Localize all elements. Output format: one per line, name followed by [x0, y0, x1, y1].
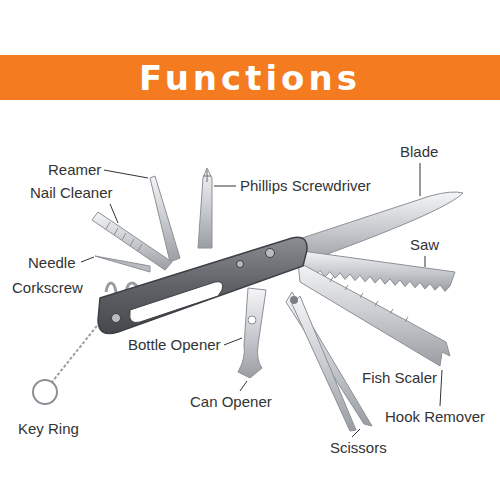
phillips-screwdriver	[198, 168, 212, 248]
leader-line	[214, 186, 236, 187]
leader-line	[224, 338, 242, 345]
part-label: Fish Scaler	[362, 370, 437, 386]
key-chain	[52, 322, 100, 382]
part-label: Phillips Screwdriver	[240, 178, 371, 194]
part-label: Scissors	[330, 440, 387, 456]
rivet	[237, 261, 244, 268]
part-label: Needle	[28, 255, 76, 271]
part-label: Saw	[410, 237, 439, 253]
handle	[98, 237, 307, 333]
leader-line	[104, 170, 148, 178]
leader-line	[110, 204, 118, 223]
file-hatch	[106, 222, 142, 251]
part-label: Key Ring	[18, 421, 79, 437]
part-label: Reamer	[48, 162, 101, 178]
handle-slot	[130, 282, 223, 323]
title-banner	[0, 55, 500, 100]
reamer	[150, 176, 180, 262]
part-label: Hook Remover	[385, 409, 485, 425]
leader-line	[81, 257, 94, 262]
scaler-teeth	[330, 277, 408, 322]
part-label: Can Opener	[190, 394, 272, 410]
part-label: Nail Cleaner	[30, 185, 113, 201]
nail-cleaner	[92, 212, 172, 270]
can-opener	[238, 288, 266, 378]
rivet	[112, 314, 121, 323]
leader-line	[420, 163, 421, 196]
leader-line	[425, 256, 426, 267]
key-ring	[33, 380, 57, 404]
leader-lines	[81, 163, 442, 437]
leader-line	[352, 429, 360, 437]
screwdriver-tip	[203, 170, 211, 182]
leader-line	[240, 381, 247, 391]
bottle-opener-notch	[248, 316, 256, 324]
leader-line	[440, 370, 442, 406]
part-label: Blade	[400, 144, 438, 160]
needle	[95, 256, 150, 272]
scissors-pivot	[290, 296, 298, 304]
part-label: Corkscrew	[12, 280, 83, 296]
scissors-blade	[292, 296, 356, 431]
rivet	[266, 249, 275, 258]
part-label: Bottle Opener	[128, 337, 221, 353]
title: Functions	[0, 55, 500, 100]
